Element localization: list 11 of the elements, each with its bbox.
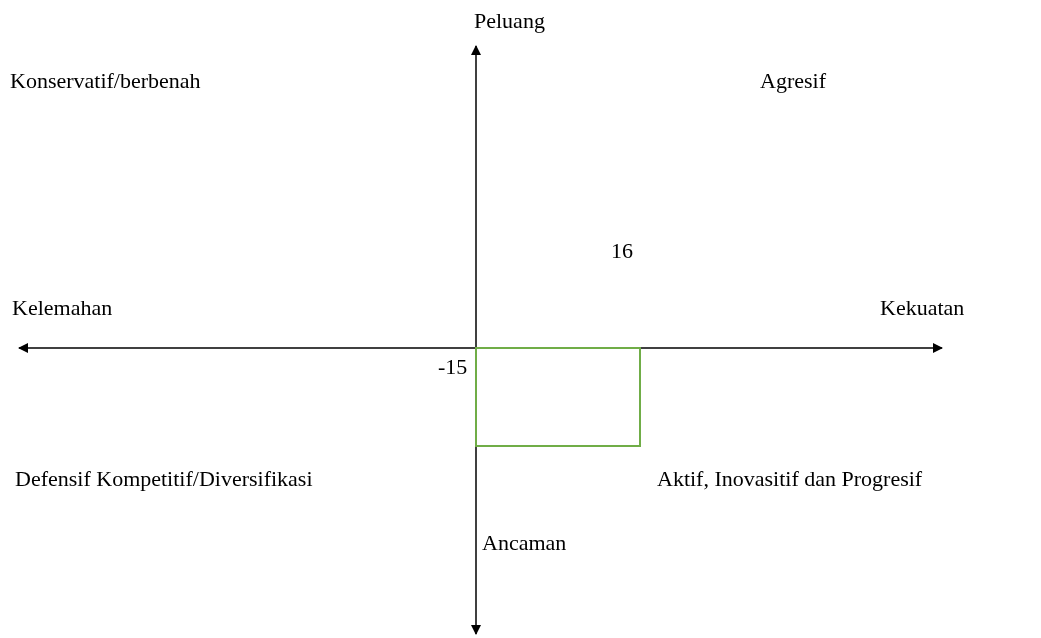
quadrant-label: Aktif, Inovasitif dan Progresif: [657, 466, 923, 492]
quadrant-label: Ancaman: [482, 530, 567, 556]
quadrant-label: Agresif: [760, 68, 826, 94]
axis-value: 16: [611, 238, 633, 264]
quadrant-label: Defensif Kompetitif/Diversifikasi: [15, 466, 313, 492]
axis-value: -15: [438, 354, 468, 380]
quadrant-label: Kekuatan: [880, 295, 965, 321]
quadrant-label: Peluang: [474, 8, 545, 34]
quadrant-label: Konservatif/berbenah: [10, 68, 201, 94]
quadrant-label: Kelemahan: [12, 295, 113, 321]
position-rectangle: [475, 347, 641, 447]
